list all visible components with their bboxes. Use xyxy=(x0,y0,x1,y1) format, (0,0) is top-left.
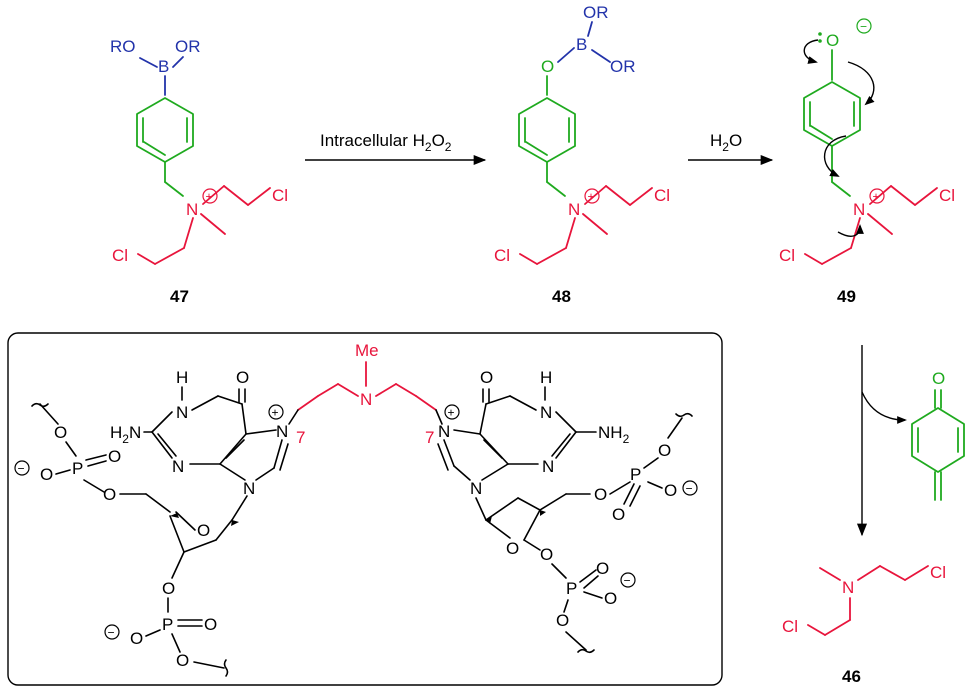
c46-cl-right: Cl xyxy=(930,563,946,582)
g2-p5-o-minus: O xyxy=(664,481,677,500)
c48-o-label: O xyxy=(541,57,554,76)
g1-h2n: H2N xyxy=(110,423,141,446)
g2-n1: N xyxy=(540,403,552,422)
g2-p3: P xyxy=(566,579,577,598)
c48-or-right: OR xyxy=(610,57,636,76)
g1-p3: P xyxy=(162,615,173,634)
c49-n-label: N xyxy=(853,200,865,219)
c47-ro-label: RO xyxy=(110,37,136,56)
g2-o: O xyxy=(480,368,493,387)
c49-plus: + xyxy=(873,190,880,204)
compound-48-number: 48 xyxy=(552,287,571,306)
c48-cl-left: Cl xyxy=(494,246,510,265)
g1-n3: N xyxy=(172,457,184,476)
c46-cl-left: Cl xyxy=(782,617,798,636)
compound-46: N Cl Cl 46 xyxy=(782,563,946,686)
c48-b-label: B xyxy=(576,35,587,54)
g2-p3-o-right: O xyxy=(604,589,617,608)
g1-o: O xyxy=(236,368,249,387)
g2-p3-minus: − xyxy=(624,574,631,588)
g1-o3: O xyxy=(162,579,175,598)
dna-crosslink-panel: Me N H N O N H2N N + 7 xyxy=(7,332,723,686)
c49-cl-right: Cl xyxy=(939,186,955,205)
quinone-methide: O xyxy=(911,369,965,501)
c47-n-label: N xyxy=(186,200,198,219)
g2-p5: P xyxy=(630,465,641,484)
linker-n: N xyxy=(360,390,372,409)
g1-o5: O xyxy=(103,485,116,504)
c49-minus: − xyxy=(860,20,867,34)
g1-h: H xyxy=(176,368,188,387)
g2-p5-minus: − xyxy=(686,482,693,496)
g1-p3-o-right: O xyxy=(204,615,217,634)
g1-p3-minus: − xyxy=(108,626,115,640)
g1-plus: + xyxy=(272,406,279,420)
g2-p3-o-down: O xyxy=(556,611,569,630)
g2-h: H xyxy=(540,368,552,387)
g2-p5-o-down: O xyxy=(612,505,625,524)
g1-p3-o-down: O xyxy=(176,651,189,670)
compound-47-number: 47 xyxy=(170,287,189,306)
g2-n7: N xyxy=(438,422,450,441)
compound-46-number: 46 xyxy=(842,667,861,686)
compound-49: O − N + Cl Cl 49 xyxy=(779,18,955,306)
g2-sugar-o: O xyxy=(506,539,519,558)
compound-47: RO OR B N + Cl Cl 47 xyxy=(110,37,288,306)
qm-o-label: O xyxy=(932,369,945,388)
g2-p3-o-up: O xyxy=(596,559,609,578)
g2-n3: N xyxy=(542,457,554,476)
g2-plus: + xyxy=(448,406,455,420)
c47-or-label: OR xyxy=(175,37,201,56)
c47-plus: + xyxy=(206,190,213,204)
g2-o3: O xyxy=(540,545,553,564)
compound-48: OR B OR O N + Cl Cl 48 xyxy=(494,3,670,306)
g1-n9: N xyxy=(243,479,255,498)
g2-n9: N xyxy=(470,479,482,498)
g1-p5-o-top: O xyxy=(108,447,121,466)
g1-p5-minus: − xyxy=(18,462,25,476)
c49-o-label: O xyxy=(826,31,839,50)
g1-p5-o-minus: O xyxy=(40,465,53,484)
c48-plus: + xyxy=(588,190,595,204)
g1-p5: P xyxy=(72,459,83,478)
step2-label: H2O xyxy=(710,131,742,154)
arrow-step3 xyxy=(856,345,907,537)
c47-cl-left: Cl xyxy=(112,246,128,265)
g2-p5-o-up: O xyxy=(658,441,671,460)
c48-n-label: N xyxy=(568,200,580,219)
c46-n-label: N xyxy=(842,578,854,597)
g2-o5: O xyxy=(594,485,607,504)
c47-cl-right: Cl xyxy=(272,186,288,205)
compound-49-number: 49 xyxy=(837,287,856,306)
linker-me: Me xyxy=(355,341,379,360)
g2-pos7: 7 xyxy=(425,428,434,447)
c49-cl-left: Cl xyxy=(779,246,795,265)
arrow-step1: Intracellular H2O2 xyxy=(305,131,487,166)
c48-cl-right: Cl xyxy=(654,186,670,205)
g1-p3-o-left: O xyxy=(130,629,143,648)
c47-b-label: B xyxy=(158,57,169,76)
g1-p5-o-up: O xyxy=(54,423,67,442)
g1-n1: N xyxy=(176,403,188,422)
arrow-step2: H2O xyxy=(688,131,774,166)
g1-pos7: 7 xyxy=(296,428,305,447)
g1-sugar-o: O xyxy=(197,521,210,540)
g1-n7: N xyxy=(276,422,288,441)
c48-or-top: OR xyxy=(583,3,609,22)
g2-nh2: NH2 xyxy=(598,423,630,446)
step1-label: Intracellular H2O2 xyxy=(320,131,452,154)
